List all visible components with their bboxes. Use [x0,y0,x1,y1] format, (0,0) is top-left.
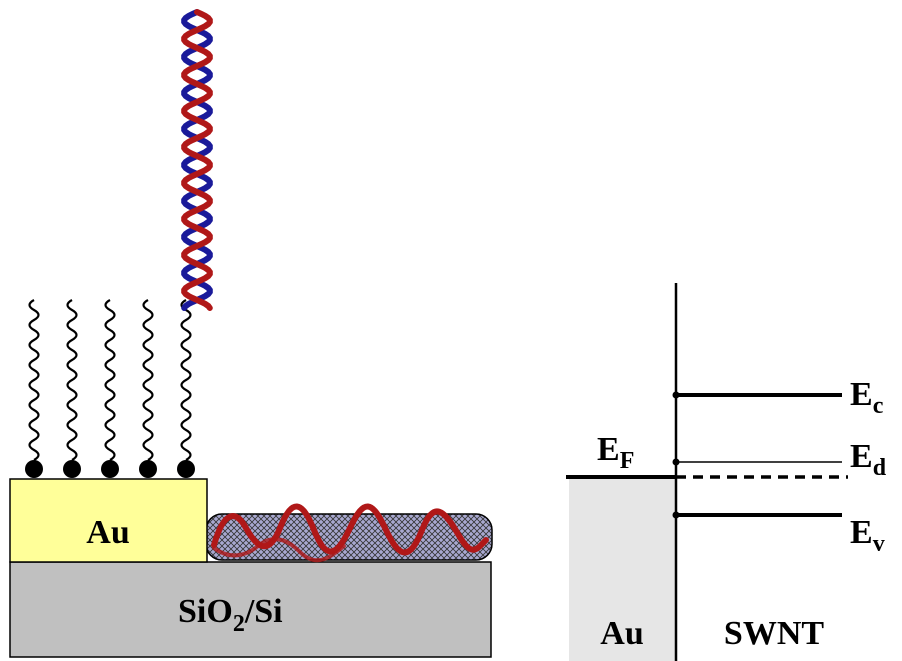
au-label: Au [600,615,643,652]
ssdna-linkers [28,299,192,461]
substrate-label: SiO2/Si [178,593,283,637]
anchor-dot [25,460,43,478]
helix-strand-red [181,9,213,311]
dna-wrap-on-nanotube [211,503,489,556]
helix-strand-blue [181,9,213,311]
ssdna-linker [28,299,40,461]
anchor-dot [139,460,157,478]
substrate-block [9,561,492,658]
ssdna-linker [180,299,192,461]
ssdna-linker [142,299,154,461]
gold-electrode [9,478,208,563]
dna-double-helix [181,9,213,311]
junction-dot-ec [672,391,680,399]
fermi-level-label: EF [597,431,634,474]
anchor-dot [177,460,195,478]
thiol-anchors [25,460,195,478]
left-schematic: SiO2/Si Au [9,9,493,658]
ssdna-linker [66,299,78,461]
anchor-dot [101,460,119,478]
band-diagram: EF Ec Ed Ev Au SWNT [566,283,887,661]
anchor-dot [63,460,81,478]
au-region [569,477,675,661]
gold-electrode-label: Au [86,514,129,551]
ec-label: Ec [850,376,884,419]
dna-wrap-on-nanotube-back [212,537,346,563]
ev-label: Ev [850,514,885,557]
ed-label: Ed [850,438,887,481]
junction-dot-ed [672,458,680,466]
junction-dot-ev [672,511,680,519]
swnt-label: SWNT [724,615,824,652]
ssdna-linker [104,299,116,461]
